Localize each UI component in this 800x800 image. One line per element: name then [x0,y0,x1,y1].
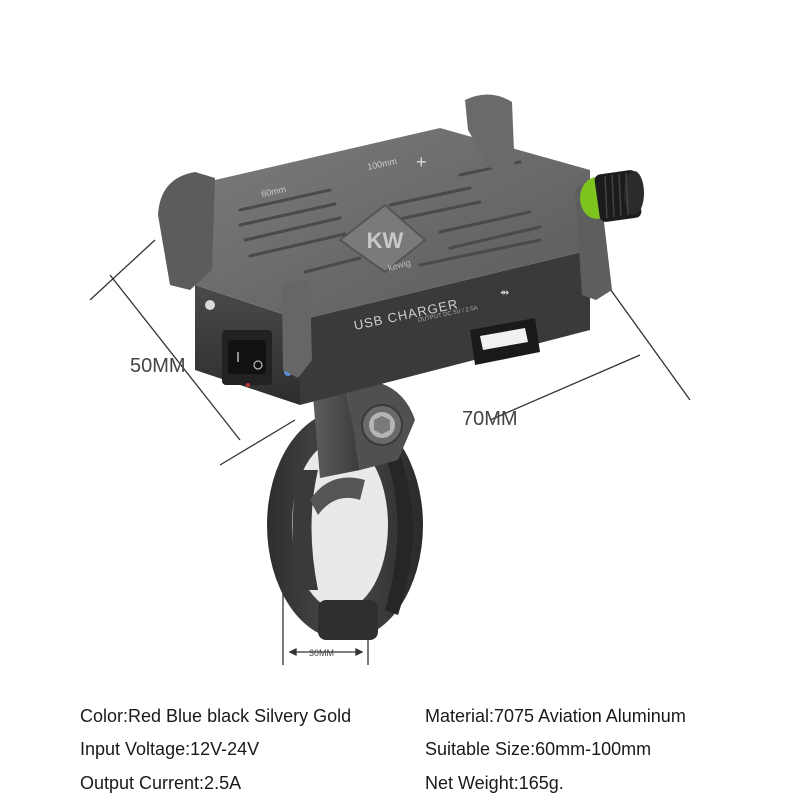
handlebar-clamp [267,410,423,640]
spec-material: Material:7075 Aviation Aluminum [425,706,686,726]
spec-color: Color:Red Blue black Silvery Gold [80,706,352,726]
power-icon [253,360,263,370]
dimension-width: 70MM [462,408,518,430]
logo-mark: KW [367,228,404,253]
dimension-clamp: 30MM [309,648,334,658]
spec-current: Output Current:2.5A [80,773,242,793]
spec-weight: Net Weight:165g. [425,773,564,793]
indicator-led-red [246,383,250,387]
product-photo: KW kewig 60mm 100mm + USB CHARGER OUTPUT… [89,94,691,665]
usb-icon: ⇴ [500,287,509,299]
mounting-arm [312,379,415,478]
screw-icon [205,300,215,310]
tightening-knob [580,170,644,222]
grip-grooves [238,160,542,274]
spec-voltage: Input Voltage:12V-24V [80,739,260,759]
grip-arms [158,94,612,378]
spec-list: Color:Red Blue black Silvery Gold Input … [0,690,800,800]
holder-body: KW kewig 60mm 100mm + USB CHARGER OUTPUT… [195,128,590,405]
usb-port [480,328,528,350]
plus-icon: + [416,152,427,172]
dimension-height: 50MM [130,355,186,377]
spec-size: Suitable Size:60mm-100mm [425,739,652,759]
